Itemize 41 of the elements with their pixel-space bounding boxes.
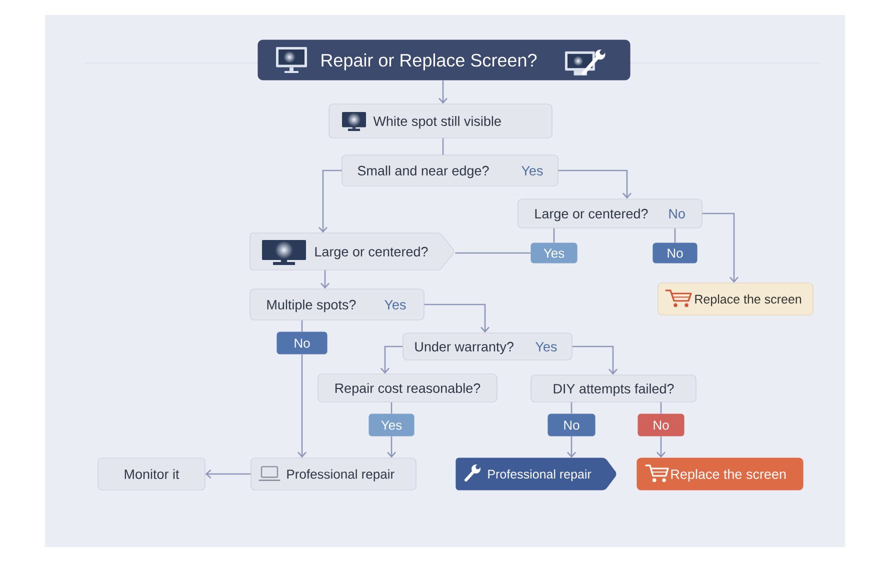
connector-line xyxy=(674,228,676,243)
arrow xyxy=(567,436,576,458)
arrow xyxy=(380,346,403,374)
decision-box: DIY attempts failed? xyxy=(530,374,696,402)
outcome-box: Replace the screen xyxy=(636,458,804,490)
answer-badge: No xyxy=(652,242,698,264)
decision-box: Small and near edge? Yes xyxy=(342,154,558,186)
title-box: Repair or Replace Screen? xyxy=(258,40,630,80)
connector-line xyxy=(553,228,555,243)
answer-badge: No xyxy=(638,414,684,436)
arrow xyxy=(558,170,632,199)
outcome-box: Monitor it xyxy=(98,458,206,490)
answer-badge: Yes xyxy=(368,414,414,436)
arrow xyxy=(298,354,306,458)
decision-box: Under warranty? Yes xyxy=(402,332,572,360)
arrow xyxy=(702,212,738,283)
connector-line xyxy=(570,402,572,414)
answer-badge: No xyxy=(548,414,596,436)
decision-box: Large or centered? xyxy=(250,232,454,270)
connector-line xyxy=(442,138,444,155)
arrow xyxy=(205,470,251,478)
arrow xyxy=(424,304,490,333)
arrow xyxy=(320,270,330,289)
connector-line xyxy=(660,402,662,414)
connector-line xyxy=(455,252,531,254)
outcome-box: Professional repair xyxy=(456,458,616,490)
arrow xyxy=(387,436,396,458)
answer-badge: No xyxy=(276,332,328,354)
arrow xyxy=(656,436,666,458)
arrow xyxy=(318,170,342,233)
arrow xyxy=(572,346,618,375)
outcome-box: Professional repair xyxy=(250,458,416,490)
connector-line xyxy=(301,320,303,332)
outcome-box: Replace the screen xyxy=(658,282,814,316)
decision-box: Multiple spots? Yes xyxy=(250,288,424,320)
connector-line xyxy=(390,402,392,414)
answer-badge: Yes xyxy=(530,242,578,264)
arrow xyxy=(438,80,448,104)
decision-box: Repair cost reasonable? xyxy=(318,374,498,402)
process-box: White spot still visible xyxy=(328,104,552,138)
decision-box: Large or centered? No xyxy=(518,198,702,228)
